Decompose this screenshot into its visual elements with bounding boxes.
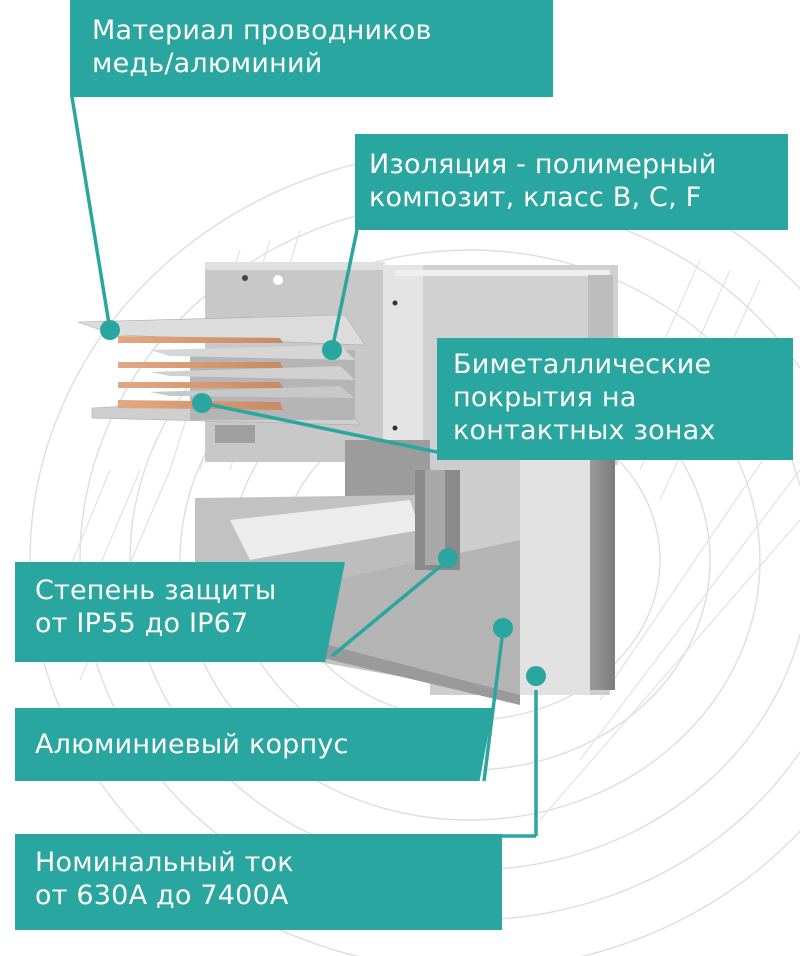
callout-text: Материал проводников <box>92 15 432 46</box>
leader-line-insulation <box>330 229 359 351</box>
marker-dot-bimetallic-coating <box>192 393 212 413</box>
marker-dot-conductor-material <box>100 320 120 340</box>
marker-dot-insulation <box>322 340 342 360</box>
callout-text: Изоляция - полимерный <box>369 149 717 180</box>
leader-line-conductor-material <box>70 96 112 331</box>
leader-line-aluminum-housing <box>482 629 505 782</box>
callout-rated-current: Номинальный ток от 630А до 7400А <box>15 834 502 930</box>
leader-line-protection-rating <box>330 558 450 658</box>
callout-conductor-material: Материал проводников медь/алюминий <box>70 0 553 97</box>
callout-aluminum-housing: Алюминиевый корпус <box>15 708 493 781</box>
conductor-stack <box>77 314 366 443</box>
callout-insulation: Изоляция - полимерный композит, класс B,… <box>355 134 788 230</box>
marker-dot-rated-current <box>526 666 546 686</box>
callout-text: медь/алюминий <box>92 48 323 79</box>
callout-text: покрытия на <box>453 382 637 413</box>
callout-text: контактных зонах <box>453 415 716 446</box>
callout-text: Биметаллические <box>453 349 712 380</box>
callout-bimetallic-coating: Биметаллические покрытия на контактных з… <box>437 338 793 460</box>
callout-text: Степень защиты <box>35 575 277 606</box>
callout-text: Номинальный ток <box>35 847 294 878</box>
callout-protection-rating: Степень защиты от IP55 до IP67 <box>15 562 345 662</box>
marker-dot-protection-rating <box>438 548 458 568</box>
callout-text: от 630А до 7400А <box>35 880 289 911</box>
callout-text: композит, класс B, C, F <box>369 182 702 213</box>
marker-dot-aluminum-housing <box>493 618 513 638</box>
leader-line-bimetallic-coating <box>201 401 438 454</box>
callout-text: от IP55 до IP67 <box>35 608 249 639</box>
leader-line-rated-current <box>502 690 538 838</box>
callout-text: Алюминиевый корпус <box>35 729 349 760</box>
